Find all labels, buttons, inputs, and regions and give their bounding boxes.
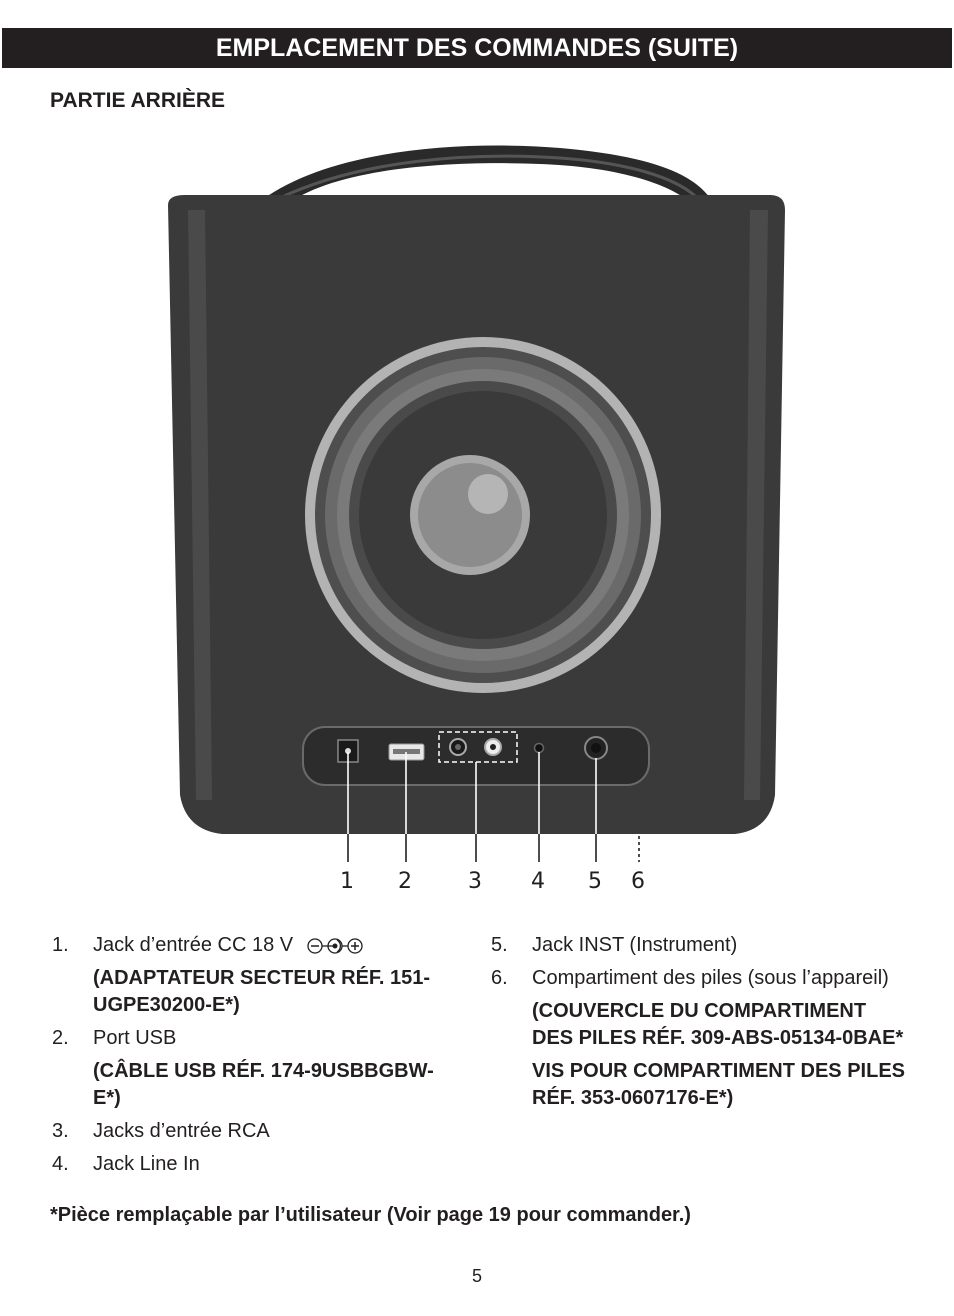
list-item: 1. Jack d’entrée CC 18 V (ADAPTATEUR SEC… <box>52 934 431 1016</box>
dc-polarity-icon <box>307 938 363 954</box>
footnote: *Pièce remplaçable par l’utilisateur (Vo… <box>50 1204 691 1226</box>
legend-list-left: 1. Jack d’entrée CC 18 V (ADAPTATEUR SEC… <box>52 932 452 1178</box>
list-item: 3. Jacks d’entrée RCA <box>52 1120 270 1142</box>
callout-4: 4 <box>531 869 545 894</box>
page-title: EMPLACEMENT DES COMMANDES (SUITE) <box>215 33 739 62</box>
list-item: 4. Jack Line In <box>52 1153 200 1175</box>
list-item: 6. Compartiment des piles (sous l’appare… <box>491 967 905 1109</box>
callout-3: 3 <box>468 869 482 894</box>
legend-list-right: 5. Jack INST (Instrument) 6. Compartimen… <box>491 932 911 1112</box>
rca-jacks-outline <box>438 731 518 763</box>
callout-5: 5 <box>588 869 602 894</box>
woofer-speaker <box>305 337 661 693</box>
callout-lines <box>347 752 640 862</box>
list-item: 2. Port USB (CÂBLE USB RÉF. 174-9USBBGBW… <box>52 1027 434 1109</box>
section-title: PARTIE ARRIÈRE <box>50 89 226 112</box>
speaker-rear-illustration <box>168 145 785 862</box>
callout-2: 2 <box>398 869 412 894</box>
list-item: 5. Jack INST (Instrument) <box>491 934 738 956</box>
callout-6: 6 <box>631 869 645 894</box>
page-header-banner: EMPLACEMENT DES COMMANDES (SUITE) <box>2 28 952 68</box>
page-number: 5 <box>471 1266 482 1286</box>
line-in-jack <box>533 742 545 754</box>
callout-1: 1 <box>340 869 354 894</box>
